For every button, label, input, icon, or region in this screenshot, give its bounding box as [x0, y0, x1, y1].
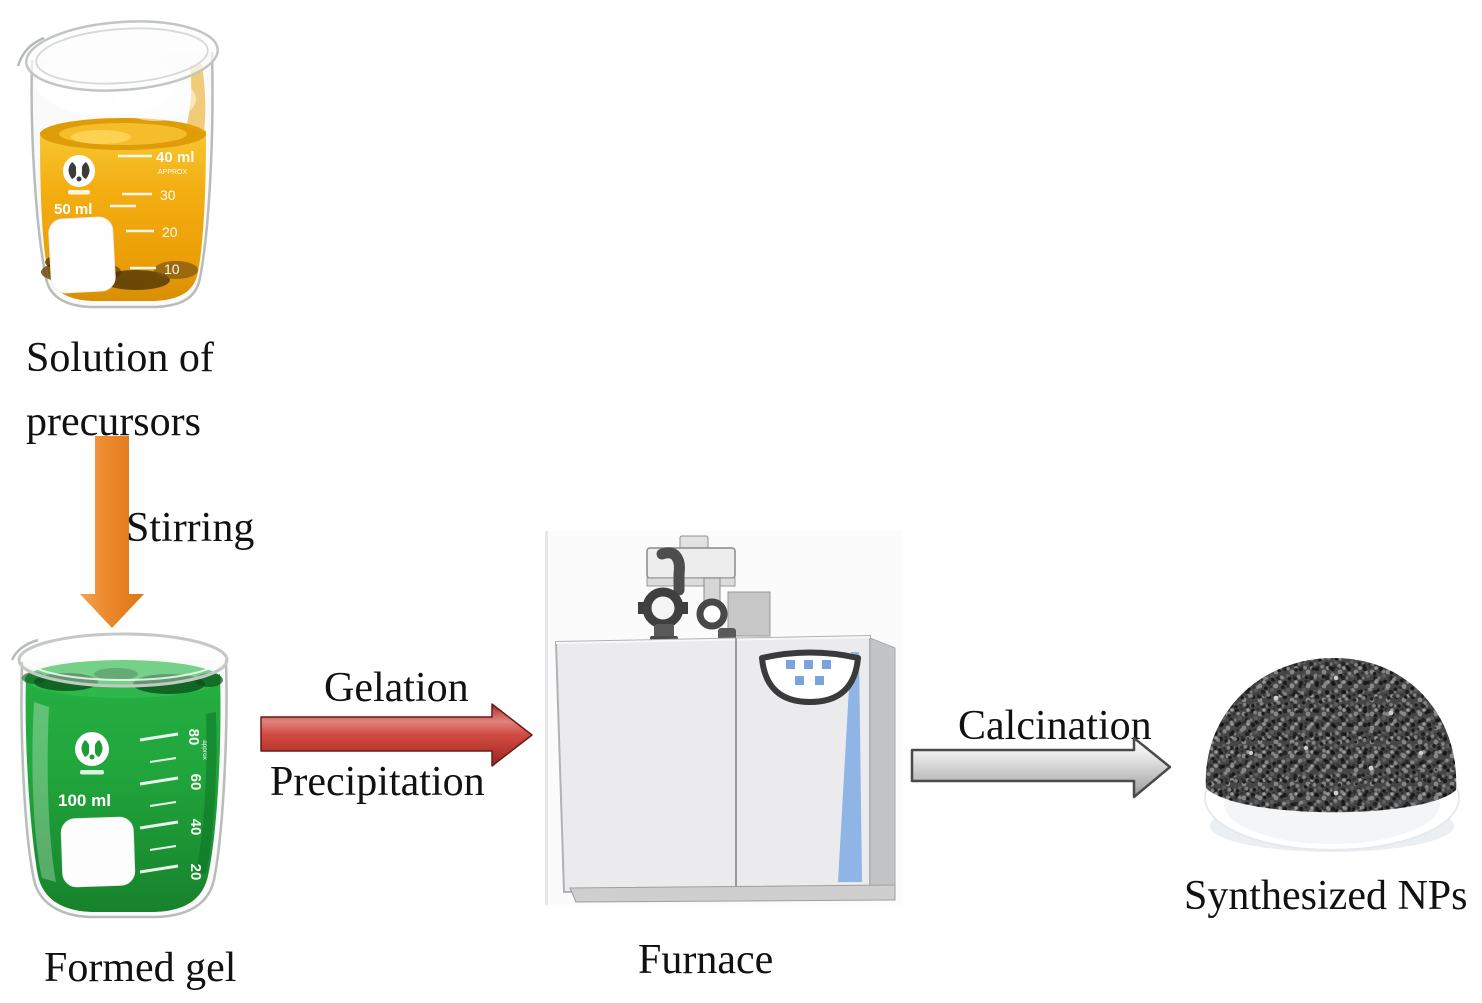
beaker-brand-logo — [75, 732, 109, 775]
svg-text:20: 20 — [187, 864, 204, 881]
calcination-arrow — [910, 736, 1172, 799]
label-furnace: Furnace — [638, 937, 774, 983]
label-solution-line1: Solution of — [26, 335, 214, 381]
label-formed-gel: Formed gel — [44, 945, 237, 991]
beaker-label-sticker — [48, 216, 116, 294]
graduation-ticks — [139, 732, 179, 874]
beaker-spout — [10, 638, 39, 661]
furnace-side-face — [869, 637, 896, 893]
svg-text:APPROX: APPROX — [158, 169, 188, 176]
gel-beaker-image: 100 ml 80 approx 60 40 20 — [10, 632, 229, 919]
label-stirring: Stirring — [126, 505, 255, 551]
label-synthesized-nps: Synthesized NPs — [1184, 873, 1468, 919]
graduation-numbers: 40 ml APPROX 30 20 10 — [156, 149, 194, 277]
nanoparticles-image — [1204, 658, 1460, 852]
beaker-brand-logo — [63, 155, 95, 195]
graduation-numbers: 80 approx 60 40 20 — [185, 729, 208, 881]
stirring-arrow — [80, 436, 144, 628]
furnace-image — [554, 535, 896, 903]
furnace-top-apparatus — [638, 535, 771, 648]
label-gelation: Gelation — [324, 665, 469, 711]
beaker-rim — [17, 632, 229, 688]
furnace-blue-stripe — [838, 652, 862, 882]
svg-text:40: 40 — [187, 819, 204, 836]
furnace-base — [569, 884, 896, 903]
svg-text:80: 80 — [185, 729, 202, 746]
gelation-arrow — [260, 703, 533, 767]
furnace-display-panel — [759, 649, 861, 705]
svg-text:10: 10 — [164, 261, 180, 277]
svg-text:30: 30 — [160, 187, 176, 203]
svg-text:60: 60 — [187, 774, 204, 791]
beaker-rim — [24, 20, 220, 92]
display-buttons — [786, 660, 831, 685]
label-calcination: Calcination — [958, 703, 1152, 749]
capacity-text: 100 ml — [58, 791, 111, 810]
granule-highlights — [1248, 675, 1424, 796]
svg-text:approx: approx — [201, 740, 208, 761]
svg-text:20: 20 — [162, 224, 178, 240]
precursor-beaker-image: 50 ml 40 ml APPROX 30 20 10 — [16, 20, 220, 309]
label-precipitation: Precipitation — [270, 759, 485, 805]
graduation-ticks — [118, 154, 156, 270]
beaker-label-sticker — [60, 816, 136, 888]
capacity-text: 50 ml — [54, 201, 92, 218]
svg-text:40 ml: 40 ml — [156, 149, 194, 166]
beaker-spout — [16, 36, 45, 67]
